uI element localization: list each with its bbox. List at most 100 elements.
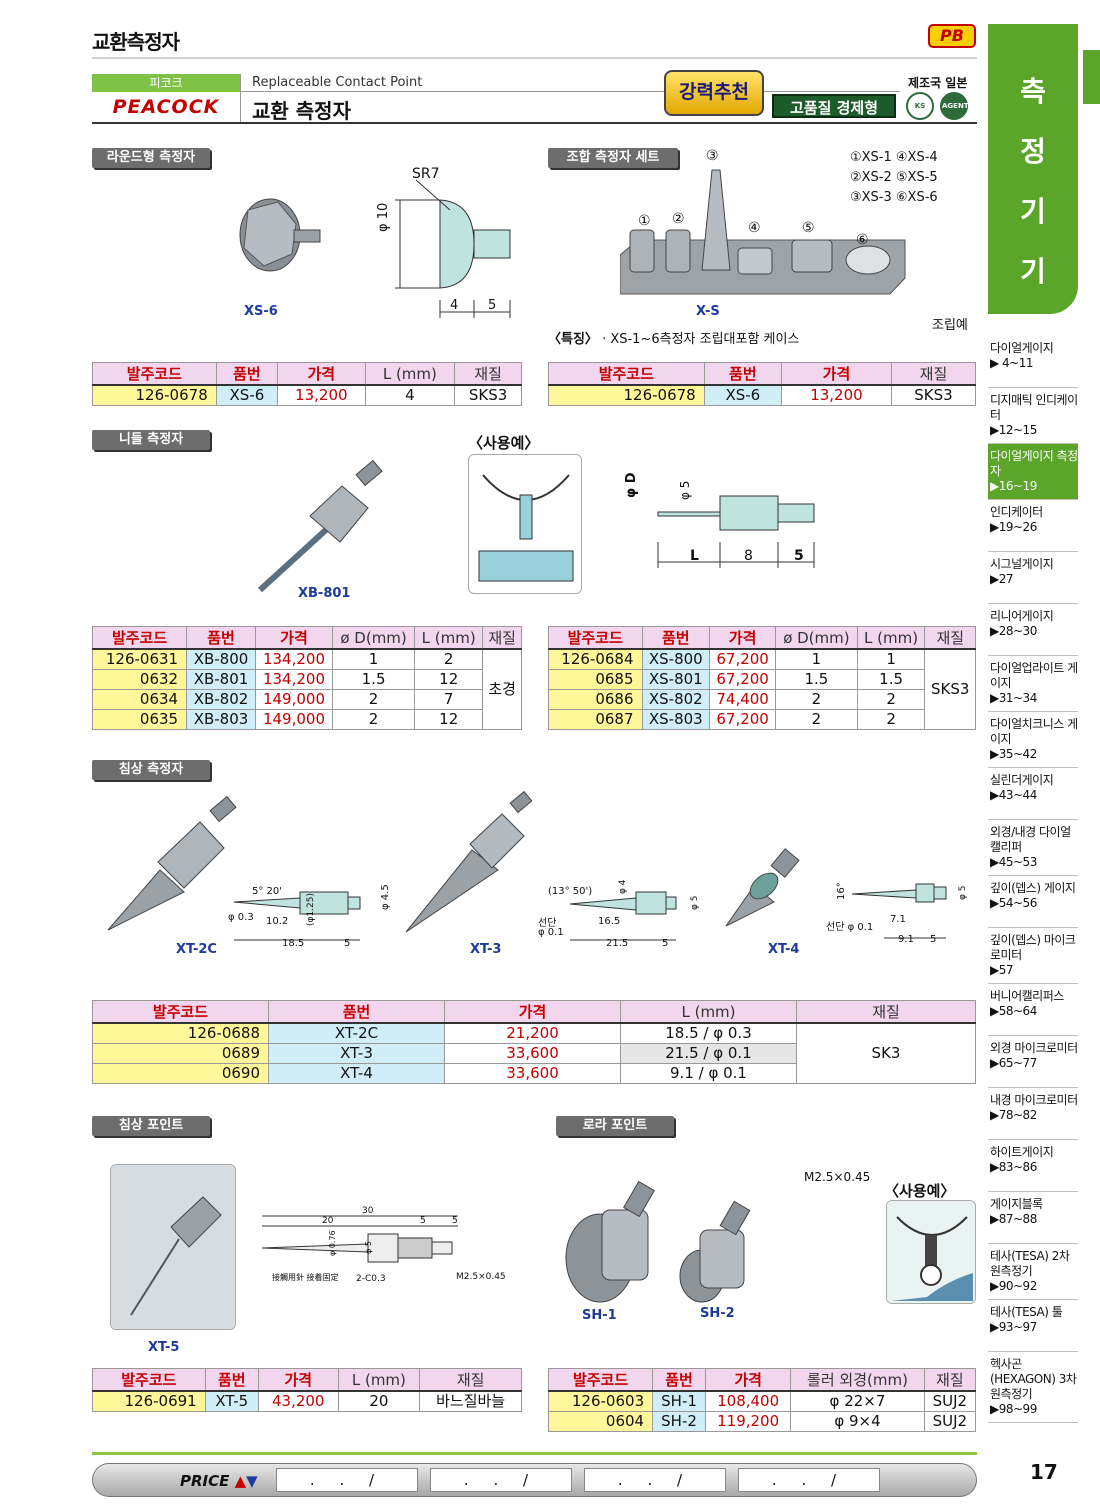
- title-separator: [240, 74, 241, 122]
- sidebar-item[interactable]: 테사(TESA) 툴▶93~97: [988, 1300, 1078, 1352]
- sidebar-item[interactable]: 디지매틱 인디케이터▶12~15: [988, 388, 1078, 444]
- sidebar-title-char: 기: [1020, 195, 1046, 228]
- price-slot[interactable]: . . /: [276, 1468, 418, 1492]
- sh2-product-image: [679, 1200, 751, 1303]
- dim-text: 9.1: [898, 934, 914, 945]
- dim-text: 5: [452, 1216, 458, 1226]
- cell: 67,200: [709, 648, 777, 670]
- cell: XB-802: [186, 688, 256, 710]
- sidebar-item[interactable]: 인디케이터▶19~26: [988, 500, 1078, 552]
- sidebar-item[interactable]: 깊이(뎁스) 게이지▶54~56: [988, 876, 1078, 928]
- cell-material: 바느질바늘: [419, 1390, 522, 1412]
- cell: 1: [856, 648, 926, 670]
- cell: 21,200: [444, 1022, 621, 1044]
- xt5-dimension-drawing: [261, 1215, 458, 1263]
- cell: 126-0631: [91, 648, 188, 670]
- dim-text: 선단: [538, 918, 557, 929]
- sidebar-item[interactable]: 헥사곤(HEXAGON) 3차원측정기▶98~99: [988, 1352, 1078, 1423]
- sidebar-title-char: 정: [1020, 135, 1046, 168]
- note-label: 〈특징〉: [548, 332, 598, 347]
- cell-code: 126-0678: [548, 384, 705, 406]
- sidebar-item-label: 실린더게이지: [990, 773, 1054, 787]
- dim-5b: 5: [794, 548, 804, 564]
- th-code: 발주코드: [548, 362, 705, 386]
- sidebar-item-label: 다이얼게이지 측정자: [990, 449, 1078, 478]
- header-divider: [92, 57, 977, 59]
- legend-line: ③XS-3 ⑥XS-6: [850, 190, 938, 205]
- cell: XS-800: [641, 648, 711, 670]
- cell: 0632: [91, 668, 188, 690]
- caption-xs6: XS-6: [244, 304, 278, 319]
- cell: 119,200: [704, 1410, 792, 1432]
- sidebar-item[interactable]: 외경 마이크로미터▶65~77: [988, 1036, 1078, 1088]
- th-name: 품번: [268, 1000, 445, 1024]
- dim-text: 20: [322, 1216, 334, 1226]
- sidebar-item[interactable]: 다이얼업라이트 게이지▶31~34: [988, 656, 1078, 712]
- price-label: PRICE ▲▼: [180, 1472, 258, 1490]
- dim-text: 接觸用針 接着固定: [272, 1273, 339, 1282]
- sidebar-item[interactable]: 다이얼게이지▶ 4~11: [988, 336, 1078, 388]
- xt4-dimension-drawing: [851, 883, 947, 939]
- sidebar-item[interactable]: 테사(TESA) 2차원측정기▶90~92: [988, 1244, 1078, 1300]
- sidebar-item[interactable]: 하이트게이지▶83~86: [988, 1140, 1078, 1192]
- cell: 0690: [92, 1062, 269, 1084]
- dim-L: L: [690, 548, 699, 564]
- cell: XS-801: [641, 668, 711, 690]
- cell: 2: [856, 708, 926, 730]
- ks-logo: KS: [906, 92, 934, 120]
- sidebar-item-range: ▶57: [990, 963, 1014, 977]
- dim-4: 4: [450, 298, 459, 313]
- section-label-roller: 로라 포인트: [556, 1116, 674, 1136]
- cell-name: XS-6: [215, 384, 279, 406]
- sh1-product-image: [565, 1180, 655, 1303]
- sidebar-item-range: ▶28~30: [990, 624, 1037, 638]
- cell: 1: [332, 648, 416, 670]
- cell-price: 13,200: [277, 384, 366, 406]
- roller-usage-diagram: [886, 1200, 976, 1304]
- sidebar-edge-tab: [1083, 50, 1100, 104]
- sidebar-item[interactable]: 다이얼게이지 측정자▶16~19: [988, 444, 1078, 500]
- dim-phi5: φ 5: [678, 480, 692, 500]
- cell: XT-2C: [268, 1022, 445, 1044]
- sidebar-item[interactable]: 내경 마이크로미터▶78~82: [988, 1088, 1078, 1140]
- sidebar-item[interactable]: 깊이(뎁스) 마이크로미터▶57: [988, 928, 1078, 984]
- cell: 0689: [92, 1042, 269, 1064]
- sidebar-item-label: 리니어게이지: [990, 609, 1054, 623]
- th-code: 발주코드: [92, 1368, 206, 1392]
- dim-text: φ 0.3: [228, 912, 254, 923]
- cell-code: 126-0691: [92, 1390, 206, 1412]
- sidebar-item-range: ▶93~97: [990, 1320, 1037, 1334]
- th-material: 재질: [419, 1368, 522, 1392]
- price-slot[interactable]: . . /: [584, 1468, 726, 1492]
- sidebar-item-label: 깊이(뎁스) 게이지: [990, 881, 1076, 895]
- dim-text: 7.1: [890, 914, 906, 925]
- sidebar-item[interactable]: 리니어게이지▶28~30: [988, 604, 1078, 656]
- sidebar-item[interactable]: 버니어캘리퍼스▶58~64: [988, 984, 1078, 1036]
- caption-sh2: SH-2: [700, 1306, 735, 1321]
- cell: XB-803: [186, 708, 256, 730]
- cell: 149,000: [254, 688, 334, 710]
- roller-usage-label: 〈사용예〉: [884, 1182, 956, 1200]
- th-length: L (mm): [337, 1368, 421, 1392]
- subtitle-english: Replaceable Contact Point: [252, 75, 423, 90]
- dim-5: 5: [488, 298, 497, 313]
- sidebar-item[interactable]: 실린더게이지▶43~44: [988, 768, 1078, 820]
- cell-material: SKS3: [890, 384, 977, 406]
- dim-text: φ 5: [690, 895, 700, 910]
- sidebar-title-char: 기: [1020, 255, 1046, 288]
- xb801-product-image: [257, 459, 383, 593]
- sidebar-item[interactable]: 시그널게이지▶27: [988, 552, 1078, 604]
- sidebar-item[interactable]: 다이얼치크니스 게이지▶35~42: [988, 712, 1078, 768]
- cell: XS-803: [641, 708, 711, 730]
- price-slot[interactable]: . . /: [738, 1468, 880, 1492]
- num-4: ④: [748, 220, 761, 236]
- price-slot[interactable]: . . /: [430, 1468, 572, 1492]
- xt3-product-image: [405, 790, 533, 933]
- sidebar-item[interactable]: 게이지블록▶87~88: [988, 1192, 1078, 1244]
- th-length: L (mm): [856, 626, 926, 650]
- cell: 0685: [548, 668, 643, 690]
- cell: XB-800: [186, 648, 256, 670]
- sidebar-item[interactable]: 외경/내경 다이얼캘리퍼▶45~53: [988, 820, 1078, 876]
- dim-text: 5: [930, 934, 937, 945]
